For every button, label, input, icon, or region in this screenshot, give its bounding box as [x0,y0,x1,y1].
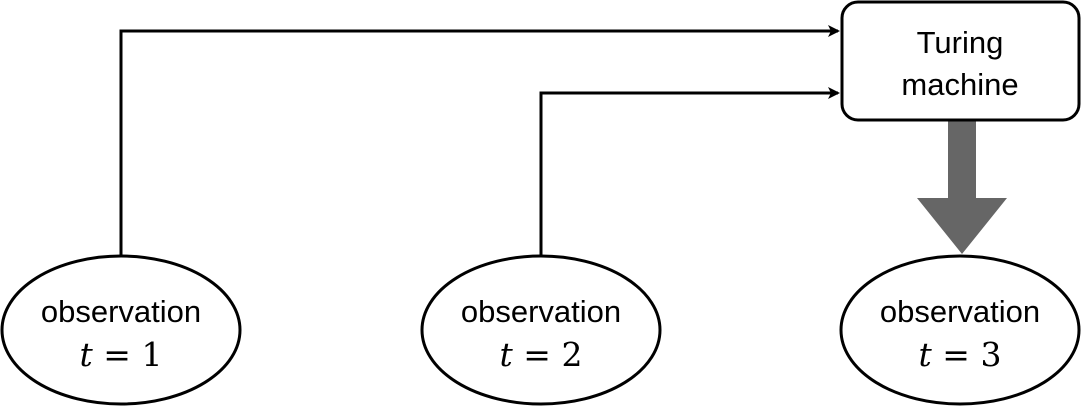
observation-2-number: 2 [561,335,582,374]
turing-machine-node: Turing machine [840,0,1081,122]
observation-2-equals: = [513,335,562,374]
edge-observation-2-to-turing-machine [539,87,840,256]
observation-3-node: observation t = 3 [839,254,1081,406]
observation-1-formula: t = 1 [80,335,163,374]
observation-1-number: 1 [141,335,162,374]
observation-2-node: observation t = 2 [420,254,662,406]
observation-2-ellipse [420,254,662,406]
turing-machine-box [840,0,1081,122]
observation-2-label: observation [461,294,621,329]
big-arrow-turing-machine-to-observation-3 [917,121,1007,254]
observation-1-label: observation [41,294,201,329]
observation-3-ellipse [839,254,1081,406]
observation-3-label: observation [880,294,1040,329]
turing-machine-label-line2: machine [901,67,1018,102]
observation-1-var: t [80,335,94,374]
observation-1-ellipse [0,254,242,406]
observation-3-number: 3 [980,335,1001,374]
observation-3-formula: t = 3 [919,335,1002,374]
observation-1-equals: = [93,335,142,374]
observation-1-node: observation t = 1 [0,254,242,406]
observation-3-var: t [919,335,933,374]
observation-2-formula: t = 2 [500,335,583,374]
edge-observation-1-to-turing-machine [119,25,840,256]
observation-2-var: t [500,335,514,374]
observation-3-equals: = [932,335,981,374]
turing-machine-label-line1: Turing [917,25,1004,60]
